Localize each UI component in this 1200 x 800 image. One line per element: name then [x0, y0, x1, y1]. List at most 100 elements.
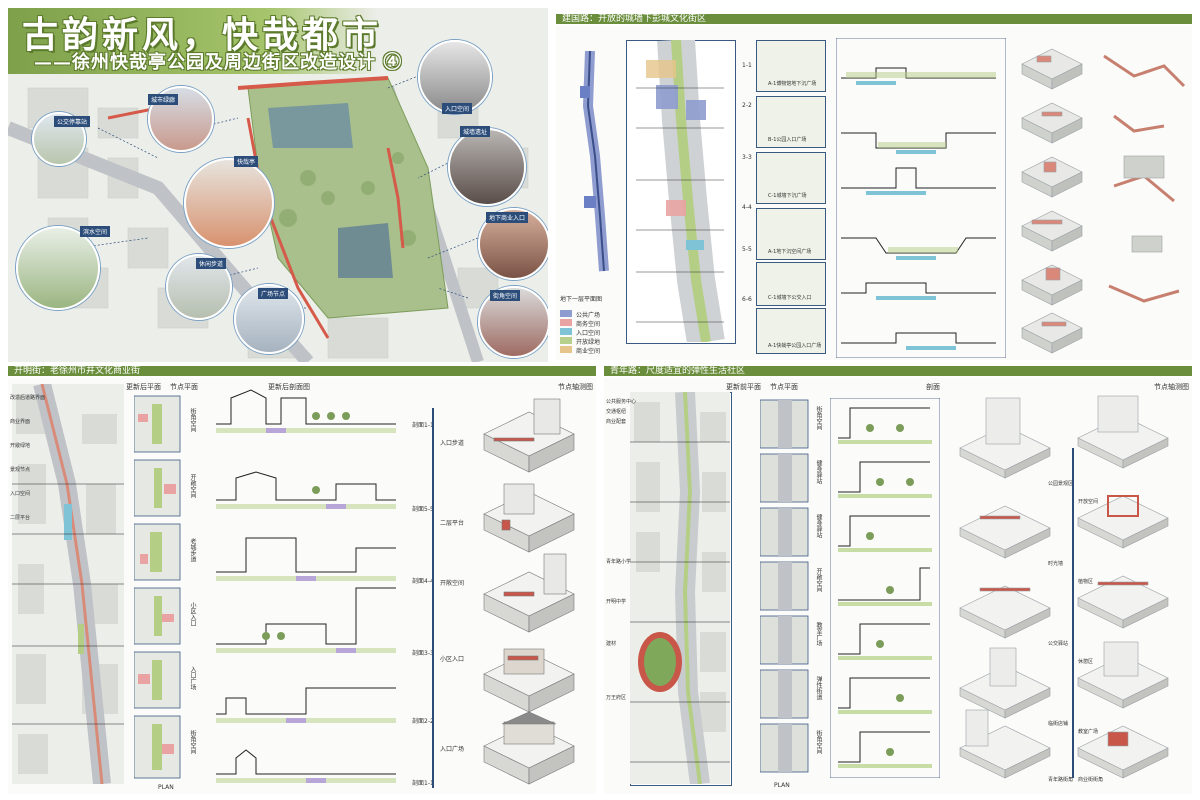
- jianguo-route-map: [580, 50, 609, 272]
- qingnian-node-label: 街角空间: [815, 406, 822, 430]
- kaiming-header: 节点轴测图: [558, 383, 593, 391]
- kaiming-node-label: 入口广场: [189, 666, 196, 690]
- kaiming-node-label: 小区入口: [189, 602, 196, 626]
- section-mark: 6-6: [742, 296, 752, 303]
- section-mark: 5-5: [742, 246, 752, 253]
- legend-label: 公共广场: [576, 312, 601, 319]
- jianguo-panel: 地下一层平面图 公共广场 商务空间 入口空间 开放绿地 商业空间 1-1 2-2…: [556, 26, 1192, 360]
- vignette-wall: [448, 128, 526, 206]
- qingnian-node-label: 健身驿站: [815, 514, 822, 538]
- detail-frame: [756, 308, 826, 354]
- qingnian-header: 节点平面: [770, 383, 798, 391]
- detail-caption: A-1地下沉空间广场: [768, 249, 812, 255]
- qingnian-left-label: 商业配套: [606, 419, 627, 425]
- legend-swatch: [560, 346, 572, 353]
- kaiming-section-label: 剖面3-3: [412, 650, 434, 657]
- kaiming-legend-label: 开敞绿地: [10, 443, 31, 449]
- kaiming-legend-label: 商业界面: [10, 419, 31, 425]
- jianguo-plan-label: 地下一层平面图: [560, 296, 603, 303]
- kaiming-panel: 改造后道路界面 商业界面 开敞绿地 景观节点 入口空间 二层平台 更新后平面 节…: [8, 378, 596, 794]
- detail-frame: [756, 262, 826, 306]
- section-mark: 4-4: [742, 204, 752, 211]
- overview-tag: 快哉亭: [234, 156, 259, 167]
- qingnian-axo-label: 公交驿站: [1048, 641, 1069, 647]
- kaiming-header: 节点平面: [170, 383, 198, 391]
- kaiming-section-label: 剖面2-2: [412, 718, 434, 725]
- legend-swatch: [560, 310, 572, 317]
- vignette-stair: [184, 158, 274, 248]
- section-title-qingnian: 青年路：尺度适宜的弹性生活社区: [610, 366, 746, 376]
- section-bar-qingnian: [604, 366, 1192, 376]
- overview-tag: 滨水空间: [80, 226, 111, 237]
- qingnian-panel: 更新前平面 节点平面 剖面 节点轴测图 公共服务中心 交通枢纽 商业配套 青年路…: [604, 378, 1192, 794]
- legend-label: 商务空间: [576, 321, 601, 328]
- detail-frame: [756, 152, 826, 204]
- qingnian-axo-label: 青年路街角: [1048, 777, 1074, 783]
- kaiming-legend-label: 景观节点: [10, 467, 31, 473]
- kaiming-header: 更新后平面: [126, 383, 161, 391]
- qingnian-axo-label: 商业街街角: [1078, 777, 1104, 783]
- qingnian-left-label: 万王府区: [606, 695, 627, 701]
- section-bar-jianguo: [556, 14, 1192, 24]
- section-title-kaiming: 开明街：老徐州市井文化商业街: [14, 366, 141, 376]
- kaiming-node-label: 老城步道: [189, 538, 196, 562]
- overview-tag: 公交停靠站: [54, 116, 91, 127]
- kaiming-node-plans: [134, 395, 181, 779]
- qingnian-header: 节点轴测图: [1154, 383, 1189, 391]
- detail-caption: A-1快哉亭公园入口广场: [768, 343, 822, 349]
- kaiming-header: 更新后剖面图: [268, 383, 310, 391]
- qingnian-axo-label: 教室广场: [1078, 729, 1099, 735]
- qingnian-axo-label: 植物区: [1078, 579, 1094, 585]
- kaiming-axo-label: 入口步道: [440, 440, 465, 447]
- detail-frame: [756, 208, 826, 260]
- qingnian-node-label: 开敞空间: [815, 568, 822, 592]
- section-mark: 1-1: [742, 62, 752, 69]
- qingnian-axo-label: 时光墙: [1048, 561, 1064, 567]
- legend-swatch: [560, 328, 572, 335]
- detail-caption: C-1城墙下沉广场: [768, 193, 807, 199]
- kaiming-node-label: 街角空间: [189, 730, 196, 754]
- overview-tag: 休闲步道: [196, 258, 227, 269]
- kaiming-section-label: 剖面5-5: [412, 506, 434, 513]
- qingnian-axo-label: 开放空间: [1078, 499, 1099, 505]
- detail-frame: [756, 40, 826, 92]
- qingnian-axo: [959, 395, 1169, 779]
- kaiming-legend-label: 入口空间: [10, 491, 31, 497]
- overview-tag: 入口空间: [442, 103, 473, 114]
- jianguo-plan: [636, 40, 725, 342]
- qingnian-header: 更新前平面: [726, 383, 761, 391]
- detail-frame: [756, 96, 826, 148]
- jianguo-legend: 公共广场 商务空间 入口空间 开放绿地 商业空间: [560, 308, 620, 358]
- qingnian-node-plans: [760, 399, 809, 773]
- overview-tag: 地下商业入口: [486, 212, 529, 223]
- qingnian-left-label: 开明中学: [606, 599, 627, 605]
- overview-tag: 城墙遗址: [460, 126, 491, 137]
- qingnian-node-label: 健身驿站: [815, 460, 822, 484]
- jianguo-sections: [836, 38, 1006, 358]
- qingnian-node-label: 街角空间: [815, 730, 822, 754]
- detail-caption: B-1公园入口广场: [768, 137, 807, 143]
- qingnian-left-label: 青年路小学: [606, 559, 632, 565]
- section-mark: 2-2: [742, 102, 752, 109]
- overview-panel: 公交停靠站 城市绿廊 入口空间 城墙遗址 快哉亭 地下商业入口 休闲步道 滨水空…: [8, 8, 548, 362]
- page-title: 古韵新风，快哉都市: [22, 14, 383, 56]
- kaiming-axis-line: [432, 408, 434, 788]
- qingnian-axo-label: 公园景观区: [1048, 481, 1074, 487]
- kaiming-node-label: 街角空间: [189, 408, 196, 432]
- title-band: [8, 8, 378, 74]
- jianguo-axo: [1021, 48, 1186, 354]
- legend-label: 商业空间: [576, 348, 601, 355]
- legend-label: 入口空间: [576, 330, 601, 337]
- vignette-waterfront: [16, 226, 100, 310]
- qingnian-header: 剖面: [926, 383, 940, 391]
- kaiming-section-label: 剖面1-1: [412, 780, 434, 787]
- kaiming-legend-label: 改造后道路界面: [10, 395, 46, 401]
- kaiming-axo-label: 小区入口: [440, 656, 465, 663]
- detail-caption: A-1博物馆地下沉广场: [768, 81, 817, 87]
- section-title-jianguo: 建国路：开放的城墙下彭城文化街区: [562, 14, 707, 24]
- kaiming-section-label: 剖面4-4: [412, 578, 434, 585]
- page-subtitle: ——徐州快哉亭公园及周边街区改造设计 ④: [34, 52, 403, 73]
- kaiming-axo-label: 入口广场: [440, 746, 465, 753]
- qingnian-axis-line: [1072, 448, 1074, 778]
- qingnian-plan-caption: PLAN: [774, 782, 790, 789]
